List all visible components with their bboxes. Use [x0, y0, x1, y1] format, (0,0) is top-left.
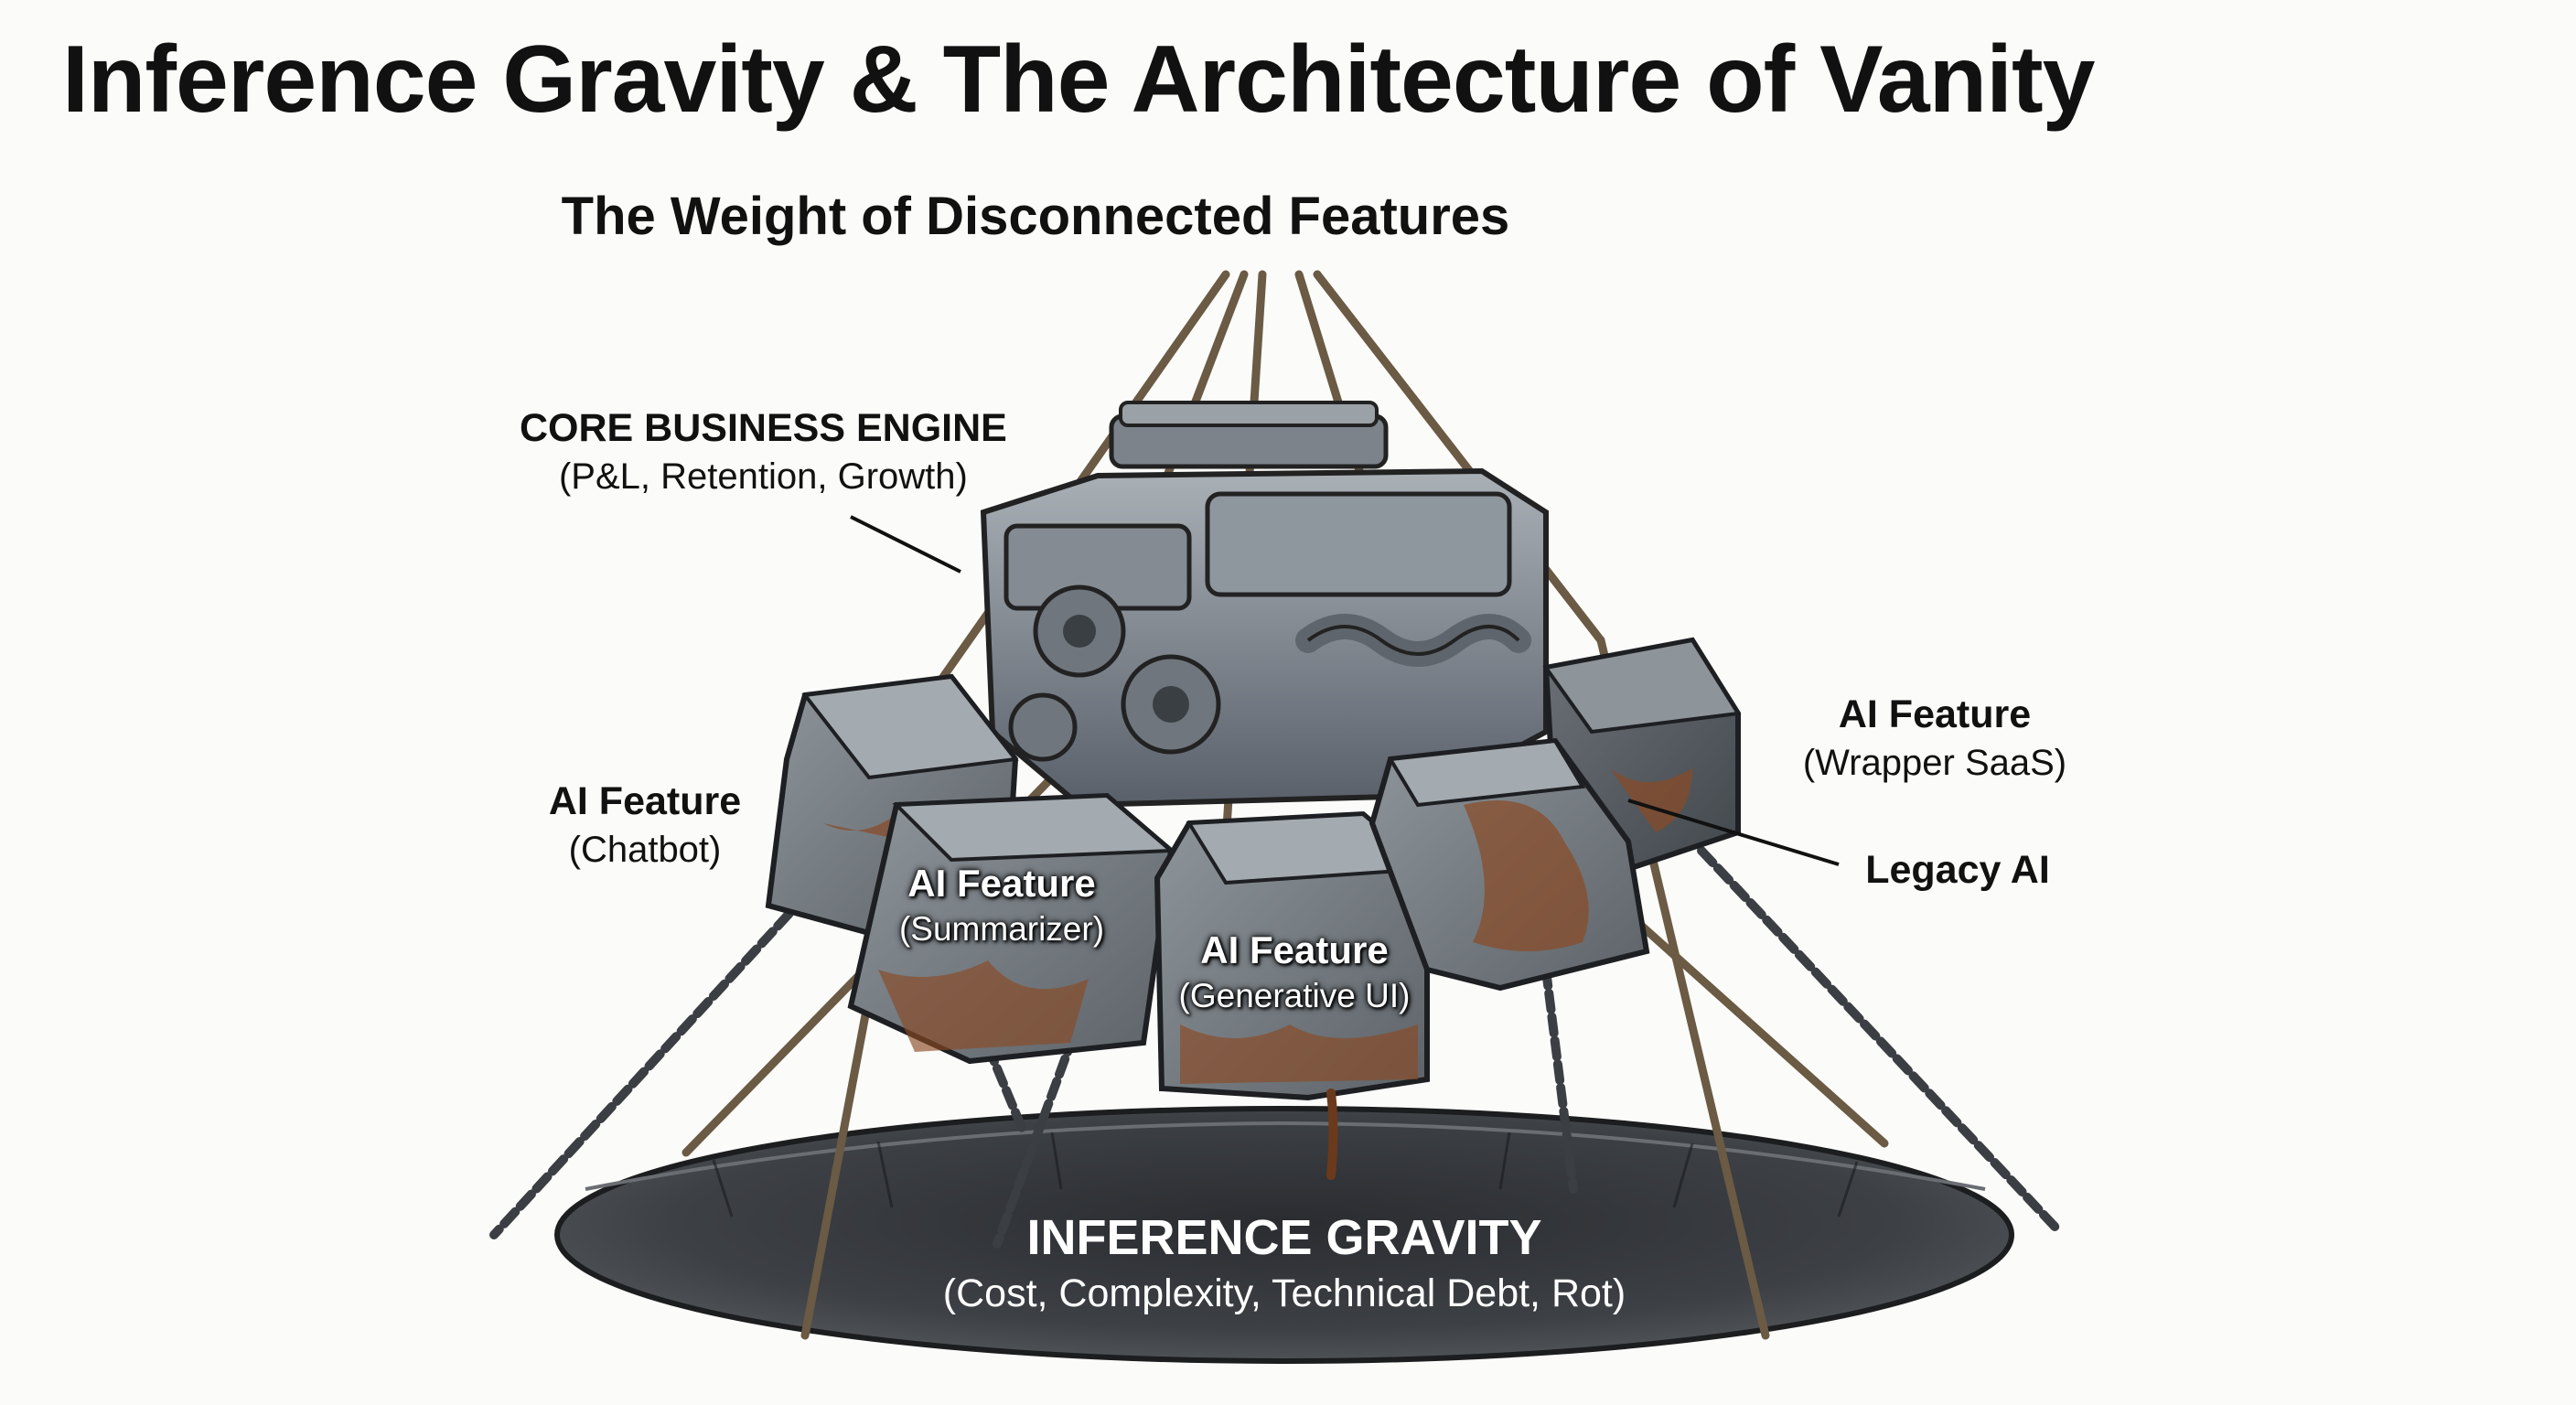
label-legacy-ai: Legacy AI [1857, 846, 2058, 896]
label-wrapper-saas: AI Feature (Wrapper SaaS) [1793, 691, 2077, 786]
label-generative-ui: AI Feature (Generative UI) [1166, 927, 1422, 1017]
label-chatbot-title: AI Feature [540, 778, 750, 827]
label-generative-ui-title: AI Feature [1166, 927, 1422, 975]
label-core-engine: CORE BUSINESS ENGINE (P&L, Retention, Gr… [520, 404, 1007, 499]
label-wrapper-saas-detail: (Wrapper SaaS) [1793, 740, 2077, 786]
label-core-detail: (P&L, Retention, Growth) [520, 454, 1007, 499]
label-chatbot: AI Feature (Chatbot) [540, 778, 750, 873]
label-summarizer: AI Feature (Summarizer) [887, 860, 1116, 950]
label-chatbot-detail: (Chatbot) [540, 827, 750, 873]
label-gravity-detail: (Cost, Complexity, Technical Debt, Rot) [873, 1270, 1696, 1319]
label-core-title: CORE BUSINESS ENGINE [520, 404, 1007, 454]
label-inference-gravity: INFERENCE GRAVITY (Cost, Complexity, Tec… [873, 1207, 1696, 1318]
label-generative-ui-detail: (Generative UI) [1166, 975, 1422, 1017]
label-legacy-title: Legacy AI [1857, 846, 2058, 896]
label-gravity-title: INFERENCE GRAVITY [873, 1207, 1696, 1270]
label-wrapper-saas-title: AI Feature [1793, 691, 2077, 740]
label-summarizer-detail: (Summarizer) [887, 908, 1116, 950]
label-summarizer-title: AI Feature [887, 860, 1116, 908]
